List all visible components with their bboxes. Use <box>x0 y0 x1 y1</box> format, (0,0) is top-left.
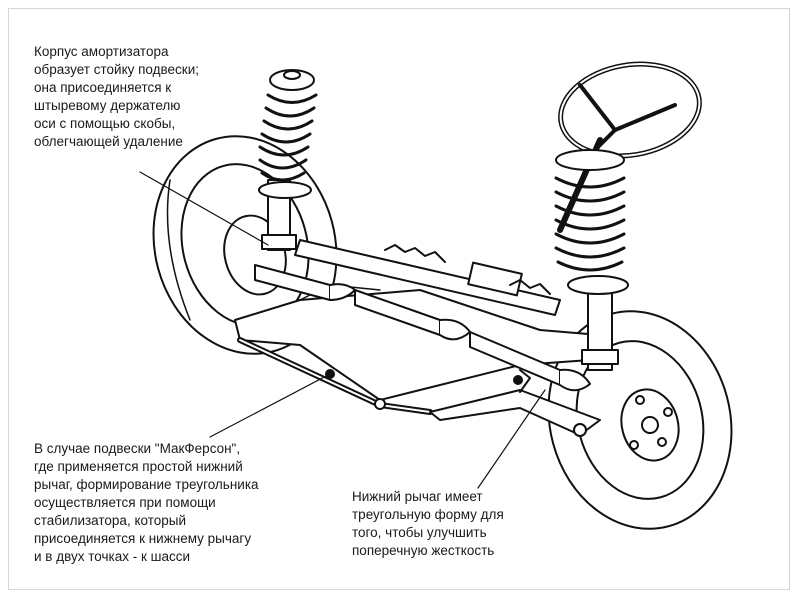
callout-strut-line <box>139 171 269 246</box>
caption-stabilizer: В случае подвески "МакФерсон", где приме… <box>34 441 259 564</box>
callout-lines <box>139 171 546 489</box>
left-coil-spring <box>258 93 318 182</box>
steering-wheel <box>557 61 702 233</box>
left-strut <box>258 69 318 251</box>
callout-lower-arm-line <box>477 389 546 489</box>
right-coil-spring <box>554 176 626 272</box>
lower-arm <box>429 369 601 437</box>
steering-rack <box>294 239 561 316</box>
right-strut <box>554 149 629 371</box>
caption-strut: Корпус амортизатора образует стойку подв… <box>34 44 199 149</box>
callout-stabilizer-line <box>209 373 331 438</box>
drive-shafts <box>254 264 591 392</box>
caption-lower-arm: Нижний рычаг имеет треугольную форму для… <box>352 489 504 558</box>
